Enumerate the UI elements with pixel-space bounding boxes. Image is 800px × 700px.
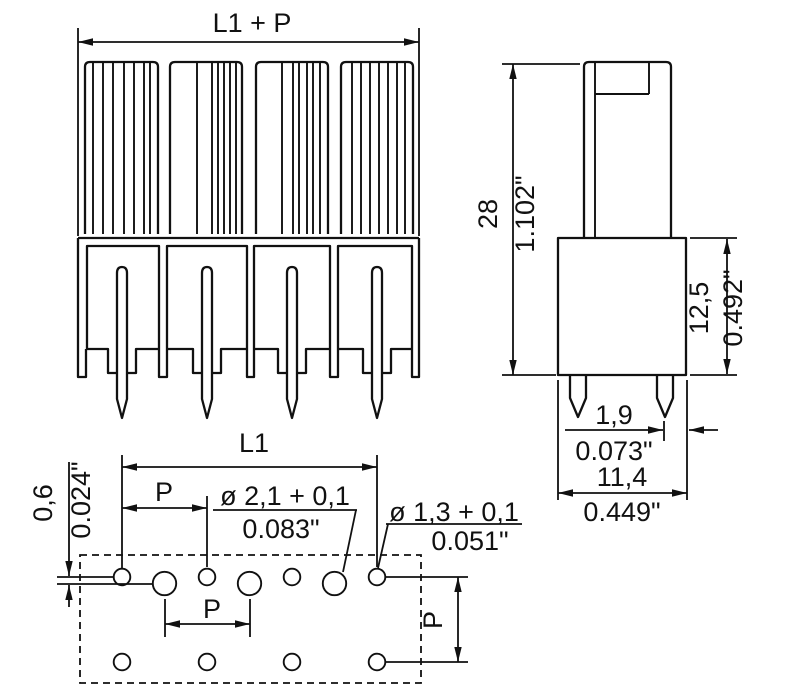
hole-small — [282, 652, 302, 672]
holes-top-small — [112, 567, 387, 587]
base-height-inch-label: 0.492" — [718, 269, 748, 346]
row-length-label: L1 — [239, 428, 269, 458]
height-mm-label: 28 — [473, 199, 503, 229]
side-pin-left — [568, 375, 588, 419]
hole-large-leader — [342, 509, 357, 573]
front-width-dimension-label: L1 + P — [213, 8, 292, 38]
hole-small — [367, 652, 387, 672]
side-base — [556, 236, 688, 377]
hole-large-mm-label: ø 2,1 + 0,1 — [220, 481, 350, 511]
hole-small-inch-label: 0.051" — [431, 526, 508, 556]
holes-top-large — [151, 570, 348, 597]
fin-block-1 — [83, 60, 160, 234]
pin-width-inch-label: 0.073" — [575, 436, 652, 466]
chamber-2 — [165, 244, 249, 349]
front-pin-2 — [200, 265, 214, 420]
pcb-outline — [79, 554, 422, 684]
pin-width-mm-label: 1,9 — [595, 400, 633, 430]
pitch-mid-extension-lines — [164, 599, 251, 637]
front-view: L1 + P — [76, 8, 421, 420]
chamber-1 — [85, 244, 161, 349]
base-depth-mm-label: 11,4 — [597, 462, 648, 492]
fin-ribs — [92, 63, 406, 234]
hole-small-mm-label: ø 1,3 + 0,1 — [389, 497, 519, 527]
row-offset-mm-label: 0,6 — [28, 484, 58, 522]
pitch-mid-label: P — [203, 594, 221, 624]
front-pin-3 — [285, 265, 299, 420]
front-pin-4 — [370, 265, 384, 420]
hole-small — [197, 652, 217, 672]
chamber-4 — [336, 244, 414, 349]
base-depth-inch-label: 0.449" — [583, 497, 660, 527]
row-length-extension-lines — [121, 455, 378, 568]
front-pin-1 — [115, 265, 129, 420]
base-height-extension-lines — [690, 237, 737, 376]
fin-block-3 — [254, 60, 330, 234]
height-inch-label: 1.102" — [510, 175, 540, 252]
front-width-extension-lines — [77, 28, 420, 236]
base-height-mm-label: 12,5 — [684, 282, 714, 335]
holes-bottom-small — [112, 652, 387, 672]
hole-large — [236, 570, 263, 597]
front-housing-right-wall — [410, 238, 421, 379]
hole-large — [321, 570, 348, 597]
hole-small-leader — [377, 523, 389, 569]
hole-large-inch-label: 0.083" — [242, 514, 319, 544]
pitch-vertical-label: P — [418, 611, 448, 629]
hole-small — [112, 652, 132, 672]
drill-plan-view: L1 P ø 2,1 + 0,1 0.083" ø 1,3 + 0,1 0.05… — [28, 428, 522, 684]
chamber-bottoms — [87, 347, 412, 375]
hole-small — [367, 567, 387, 587]
side-view: 28 1.102" 12,5 0.492" 1,9 0.073" 11,4 0.… — [473, 60, 748, 527]
hole-small — [197, 567, 217, 587]
hole-large — [151, 570, 178, 597]
hole-small — [112, 567, 132, 587]
front-housing-mid-legs — [157, 349, 340, 379]
side-pin-right — [655, 375, 675, 419]
side-tower-notch — [595, 63, 650, 95]
fin-block-4 — [339, 60, 415, 234]
front-housing-left-wall — [76, 238, 88, 379]
pitch-top-label: P — [155, 477, 173, 507]
base-depth-extension-lines — [557, 380, 688, 500]
fin-block-2 — [168, 60, 244, 234]
chamber-3 — [252, 244, 332, 349]
side-tower-outline — [582, 60, 673, 238]
hole-small — [282, 567, 302, 587]
row-offset-inch-label: 0.024" — [66, 461, 96, 538]
row-offset-reference-lines — [57, 576, 152, 585]
